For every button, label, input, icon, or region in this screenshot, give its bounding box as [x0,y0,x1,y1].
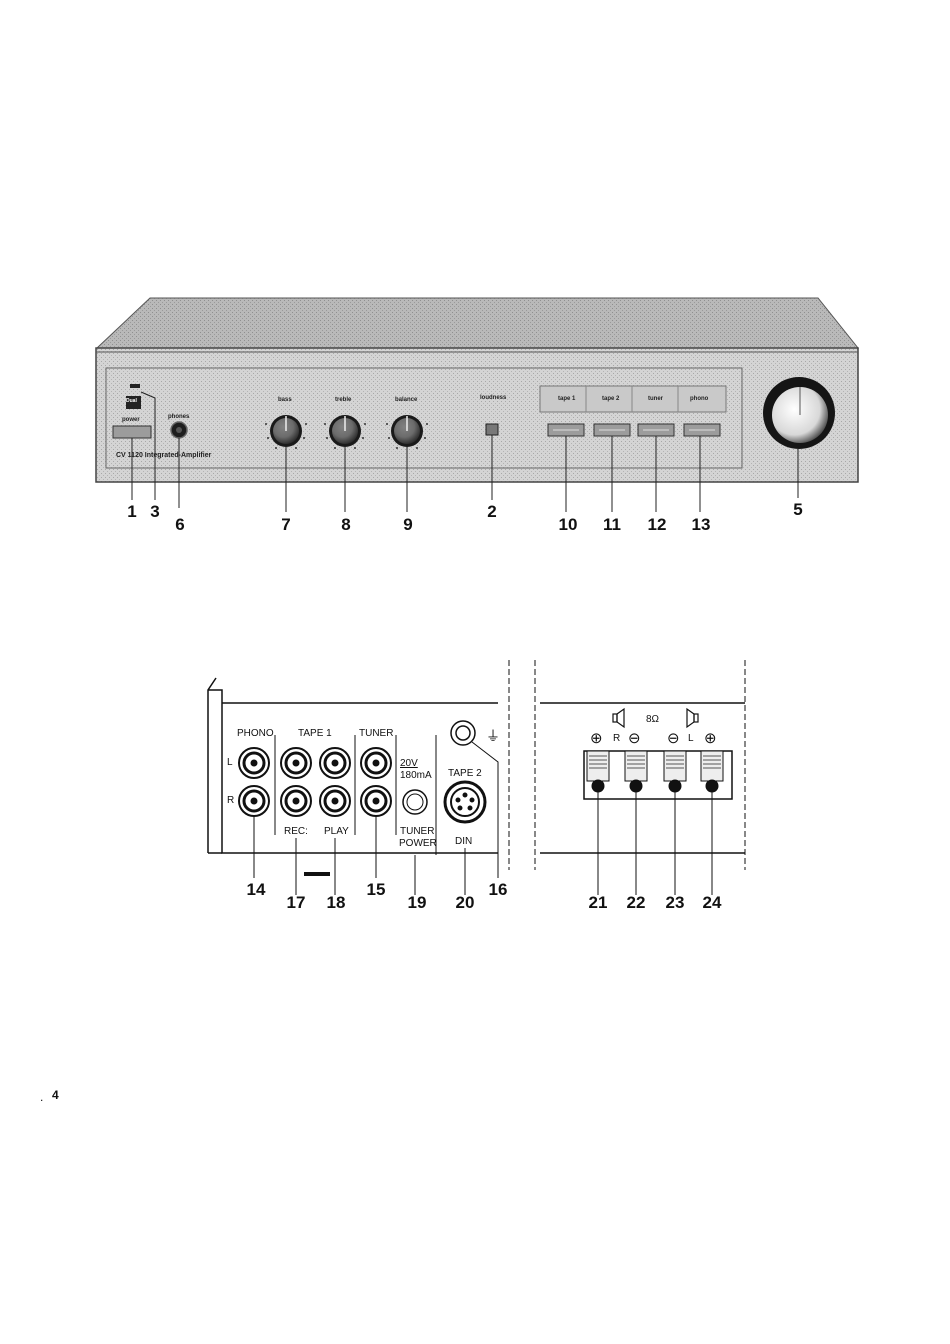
treble-label: treble [335,397,352,403]
callout-21: 21 [588,893,608,912]
callout-20: 20 [455,893,475,912]
selector-label-phono: phono [690,396,709,402]
impedance-label: 8Ω [646,714,660,725]
brand-badge-text: Dual [126,398,137,404]
callout-7: 7 [281,515,291,534]
tuner-label: TUNER [359,728,394,739]
callout-10: 10 [558,515,578,534]
loudness-button[interactable] [485,423,499,436]
brand-badge [126,396,141,409]
balance-knob[interactable] [391,415,423,447]
minus-icon: ⊖ [667,730,680,747]
tape1-rec-left-jack[interactable] [280,747,312,779]
callout-12: 12 [647,515,667,534]
power-button[interactable] [112,425,152,439]
din-socket[interactable] [443,780,487,824]
tape1-play-right-jack[interactable] [319,785,351,817]
callout-8: 8 [341,515,351,534]
tuner-power-line1: TUNER [400,826,435,837]
front-inner-bezel [105,367,743,469]
callout-15: 15 [366,880,386,899]
callout-9: 9 [403,515,413,534]
callout-17: 17 [286,893,306,912]
callout-16: 16 [488,880,508,899]
tape1-label: TAPE 1 [298,728,332,739]
speaker-left-label: L [688,733,694,744]
amplifier-top-lid [95,297,860,349]
speaker-terminals[interactable] [583,750,733,800]
callout-5: 5 [793,500,803,519]
power-indicator [130,384,140,388]
power-rating-line2: 180mA [400,770,432,781]
callout-6: 6 [175,515,185,534]
selector-window [539,385,727,413]
selector-label-tape1: tape 1 [558,396,576,402]
speaker-right-label: R [613,733,621,744]
tuner-right-jack[interactable] [360,785,392,817]
callout-19: 19 [407,893,427,912]
tuner-power-line2: POWER [399,838,437,849]
phones-label: phones [168,414,190,420]
speaker-icon [686,707,699,729]
rear-panel [207,660,746,895]
power-label: power [122,417,140,423]
power-rating-line1: 20V [400,758,418,769]
loudness-label: loudness [480,395,507,401]
callout-11: 11 [603,515,621,534]
phono-right-jack[interactable] [238,785,270,817]
ground-icon: ⏚ [486,728,500,744]
treble-knob[interactable] [329,415,361,447]
callout-3: 3 [150,502,160,521]
amplifier-front-face [95,347,859,483]
knob-scale-dots [265,423,428,449]
rear-callout-lines [253,741,713,895]
rear-panel-left-frame [207,677,498,854]
tuner-left-jack[interactable] [360,747,392,779]
phono-label: PHONO [237,728,274,739]
front-panel [95,297,860,512]
rec-label: REC: [284,826,308,837]
front-callout-lines [131,391,799,512]
phono-left-jack[interactable] [238,747,270,779]
left-channel-label: L [227,757,233,768]
tape1-play-left-jack[interactable] [319,747,351,779]
callout-22: 22 [626,893,646,912]
selector-label-tuner: tuner [648,396,663,402]
din-label: DIN [455,836,473,847]
tuner-power-socket[interactable] [402,789,428,815]
ground-terminal[interactable] [450,720,476,746]
plus-icon: ⊕ [590,730,603,747]
page-number: 4 [52,1088,59,1102]
callout-24: 24 [702,893,722,912]
minus-icon: ⊖ [628,730,641,747]
balance-label: balance [395,397,418,403]
callout-2: 2 [487,502,497,521]
plus-icon: ⊕ [704,730,717,747]
page-number-dot: . [40,1090,44,1104]
callout-23: 23 [665,893,685,912]
selector-label-tape2: tape 2 [602,396,620,402]
callout-18: 18 [326,893,346,912]
callout-1: 1 [127,502,137,521]
tape2-label: TAPE 2 [448,768,482,779]
right-channel-label: R [227,795,235,806]
callout-14: 14 [246,880,266,899]
speaker-icon [612,707,625,729]
rear-panel-right-frame [540,702,745,854]
tape1-rec-right-jack[interactable] [280,785,312,817]
volume-knob[interactable] [763,377,835,449]
callout-13: 13 [691,515,711,534]
bass-knob[interactable] [270,415,302,447]
bass-label: bass [278,397,292,403]
model-label: CV 1120 Integrated-Amplifier [116,452,212,459]
play-label: PLAY [324,826,349,837]
